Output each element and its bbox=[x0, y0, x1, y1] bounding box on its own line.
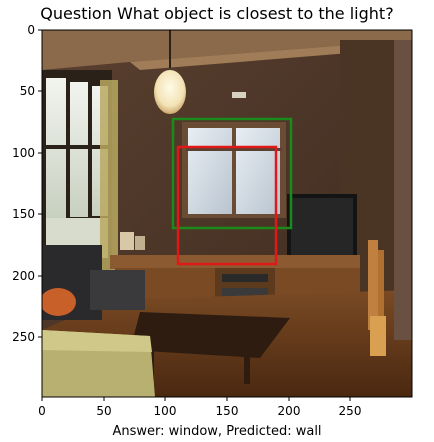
x-tick-label: 50 bbox=[96, 404, 111, 418]
x-tick-label: 250 bbox=[339, 404, 362, 418]
predicted-bounding-box bbox=[176, 145, 278, 266]
x-tick-label: 100 bbox=[154, 404, 177, 418]
y-axis: 0 50 100 150 200 250 bbox=[12, 23, 42, 344]
y-tick-label: 50 bbox=[20, 84, 35, 98]
y-tick-label: 200 bbox=[12, 269, 35, 283]
y-tick-label: 150 bbox=[12, 207, 35, 221]
x-tick-label: 150 bbox=[216, 404, 239, 418]
x-tick-label: 0 bbox=[38, 404, 46, 418]
figure-title: Question What object is closest to the l… bbox=[40, 4, 394, 23]
answer-bounding-box bbox=[171, 117, 293, 230]
x-axis: 0 50 100 150 200 250 bbox=[38, 397, 361, 418]
y-tick-label: 250 bbox=[12, 330, 35, 344]
x-tick-label: 200 bbox=[278, 404, 301, 418]
answer-predicted-caption: Answer: window, Predicted: wall bbox=[112, 424, 322, 439]
room-photo bbox=[42, 30, 412, 397]
y-tick-label: 0 bbox=[27, 23, 35, 37]
y-tick-label: 100 bbox=[12, 146, 35, 160]
